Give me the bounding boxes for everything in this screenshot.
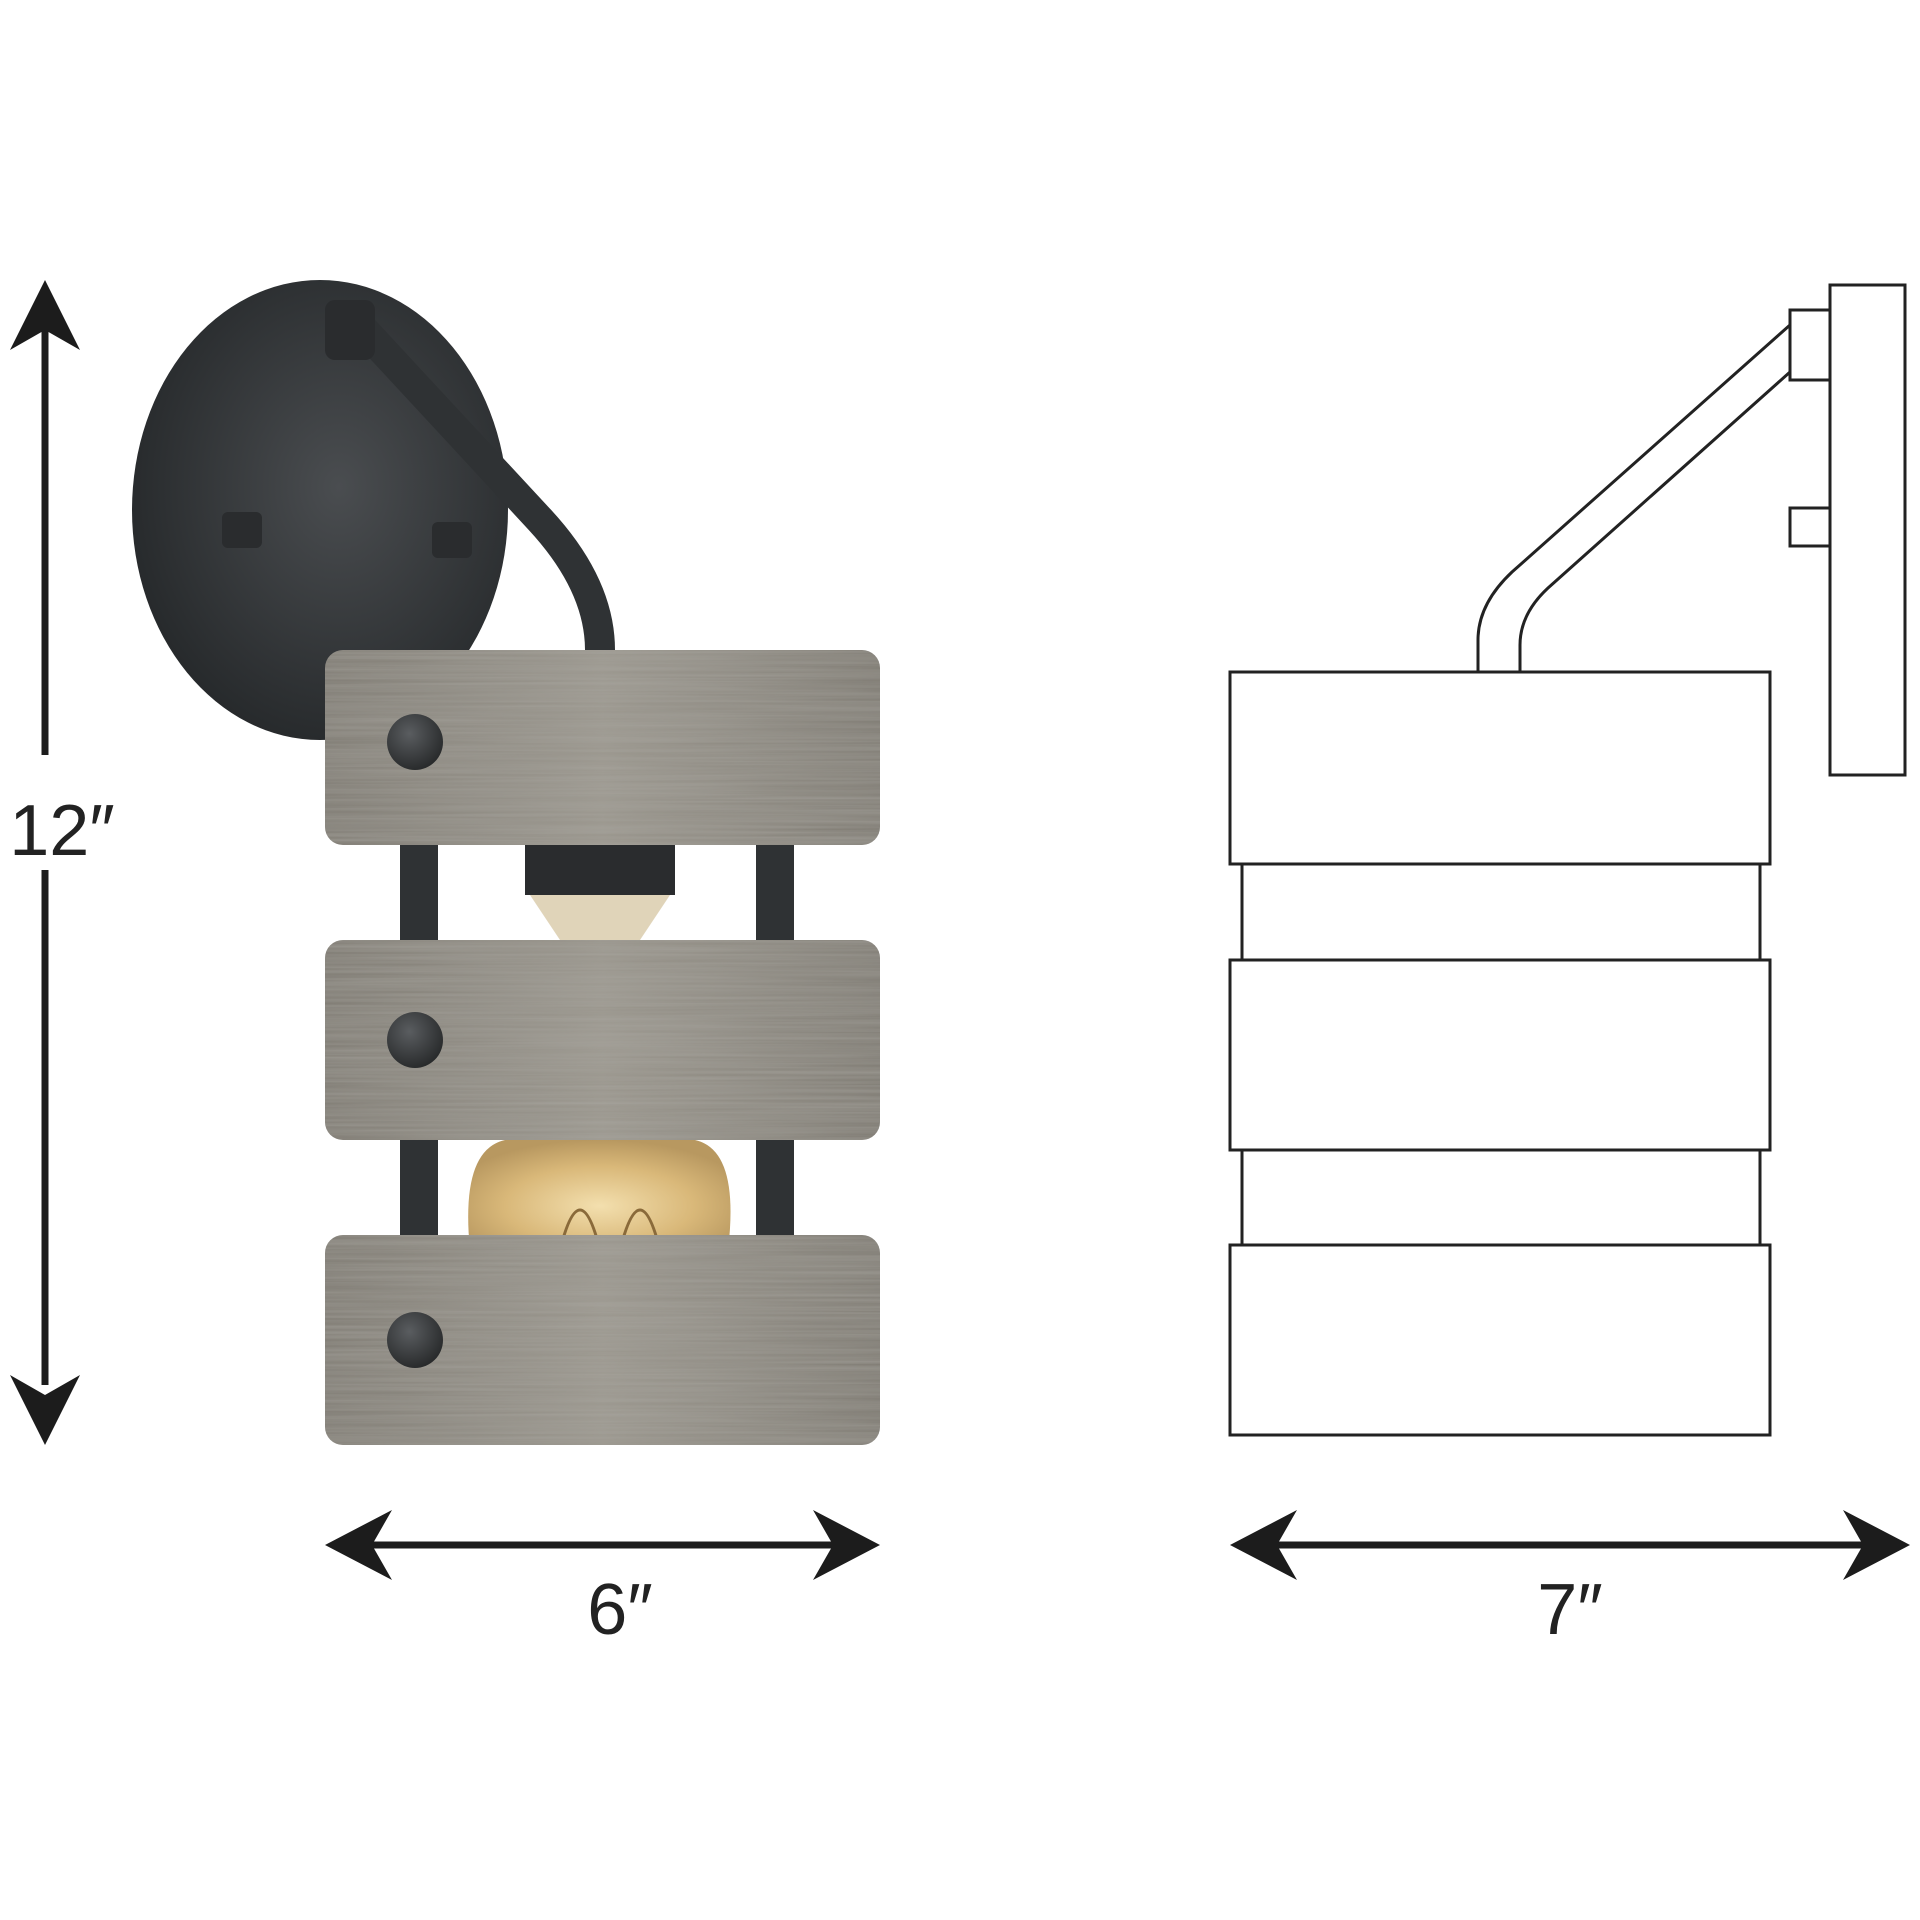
rivet	[387, 1012, 443, 1068]
side-band-bottom	[1228, 1243, 1772, 1437]
side-arm-mount	[1788, 308, 1832, 382]
side-band-top	[1228, 670, 1772, 866]
plate-screw-right	[432, 522, 472, 558]
bulb	[468, 1140, 731, 1250]
arm-mount	[325, 300, 375, 360]
arrow-left-icon	[1230, 1510, 1297, 1580]
front-view-sconce	[132, 280, 880, 1445]
side-arm-outer	[1476, 323, 1791, 672]
side-wall-plate	[1828, 283, 1907, 777]
support-arm	[335, 300, 615, 665]
bulb-filament	[558, 1208, 662, 1251]
arrow-up-icon	[10, 280, 80, 350]
height-label: 12″	[9, 791, 115, 871]
front-width-label: 6″	[587, 1570, 653, 1650]
side-gap-top	[1240, 862, 1762, 962]
front-width-dimension: 6″	[325, 1510, 880, 1650]
bulb-neck	[530, 895, 670, 940]
wood-band-top	[325, 650, 880, 845]
arrow-down-icon	[10, 1375, 80, 1445]
side-arm-inner	[1518, 370, 1791, 672]
rivet	[387, 714, 443, 770]
arrow-right-icon	[813, 1510, 880, 1580]
bulb-socket	[525, 840, 675, 895]
side-view-sconce	[1228, 283, 1907, 1437]
side-gap-bottom	[1240, 1148, 1762, 1247]
rivet	[387, 1312, 443, 1368]
height-dimension: 12″	[9, 280, 115, 1445]
plate-screw-left	[222, 512, 262, 548]
wood-band-middle	[325, 940, 880, 1140]
side-depth-dimension: 7″	[1230, 1510, 1910, 1650]
side-screw	[1788, 506, 1832, 548]
side-band-middle	[1228, 958, 1772, 1152]
wood-band-bottom	[325, 1235, 880, 1445]
side-depth-label: 7″	[1537, 1570, 1603, 1650]
arrow-left-icon	[325, 1510, 392, 1580]
arrow-right-icon	[1843, 1510, 1910, 1580]
